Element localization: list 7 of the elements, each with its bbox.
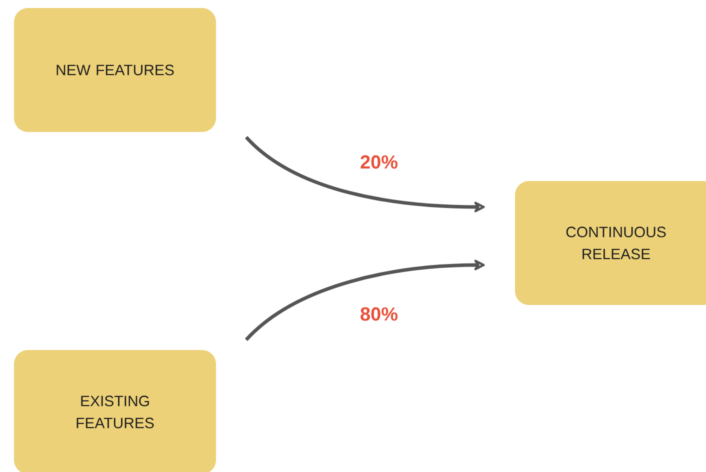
curved-arrow bbox=[244, 260, 485, 342]
curved-arrow bbox=[245, 136, 485, 212]
edge-label: 20% bbox=[360, 155, 398, 169]
process-box: CONTINUOUS RELEASE bbox=[515, 181, 706, 305]
process-box: NEW FEATURES bbox=[14, 8, 216, 132]
edge-label: 80% bbox=[360, 307, 398, 321]
process-box: EXISTING FEATURES bbox=[14, 350, 216, 472]
